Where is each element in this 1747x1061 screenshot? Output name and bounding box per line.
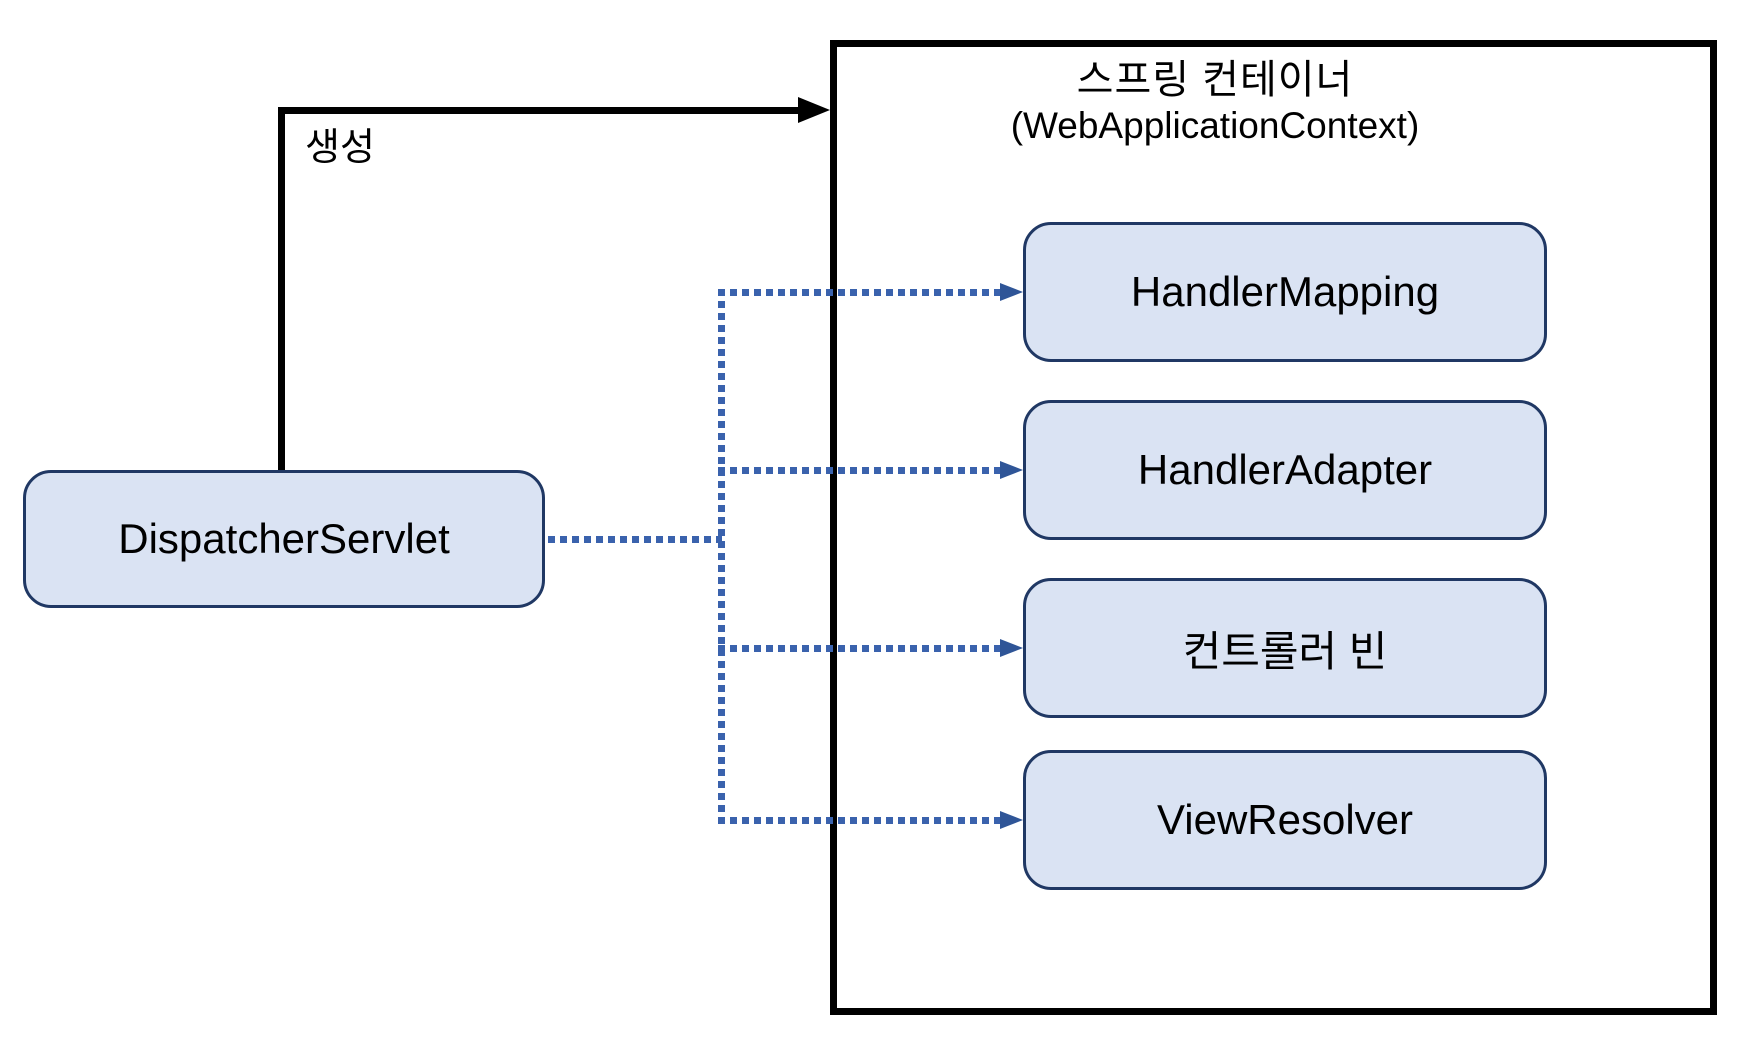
controller-bean-label: 컨트롤러 빈	[1182, 627, 1388, 675]
creation-edge-label: 생성	[305, 127, 375, 169]
handler-adapter-box: HandlerAdapter	[1023, 400, 1547, 540]
spring-container-subtitle: (WebApplicationContext)	[1010, 105, 1420, 146]
creation-edge-arrowhead-icon	[798, 97, 830, 123]
dotted-arrowhead-controller-bean-icon	[1000, 639, 1023, 657]
spring-container-title: 스프링 컨테이너	[1076, 58, 1354, 102]
handler-mapping-label: HandlerMapping	[1130, 268, 1440, 315]
dotted-branch-handler-mapping	[718, 289, 1002, 296]
spring-container-box	[830, 40, 1717, 1015]
handler-mapping-box: HandlerMapping	[1023, 222, 1547, 362]
spring-container-title-block: 스프링 컨테이너 (WebApplicationContext)	[915, 56, 1515, 148]
dotted-branch-handler-adapter	[718, 467, 1002, 474]
dispatcher-servlet-box: DispatcherServlet	[23, 470, 545, 608]
dotted-branch-view-resolver	[718, 817, 1002, 824]
handler-adapter-label: HandlerAdapter	[1137, 446, 1433, 493]
dotted-branch-controller-bean	[718, 645, 1002, 652]
dotted-edge-from-dispatcher	[548, 536, 722, 543]
dispatcher-servlet-label: DispatcherServlet	[118, 515, 450, 562]
dotted-arrowhead-handler-mapping-icon	[1000, 283, 1023, 301]
view-resolver-label: ViewResolver	[1157, 796, 1413, 843]
view-resolver-box: ViewResolver	[1023, 750, 1547, 890]
dotted-edge-trunk	[718, 289, 725, 824]
creation-edge-horizontal-line	[278, 107, 800, 114]
creation-edge-vertical-line	[278, 107, 285, 470]
controller-bean-box: 컨트롤러 빈	[1023, 578, 1547, 718]
dotted-arrowhead-view-resolver-icon	[1000, 811, 1023, 829]
dotted-arrowhead-handler-adapter-icon	[1000, 461, 1023, 479]
